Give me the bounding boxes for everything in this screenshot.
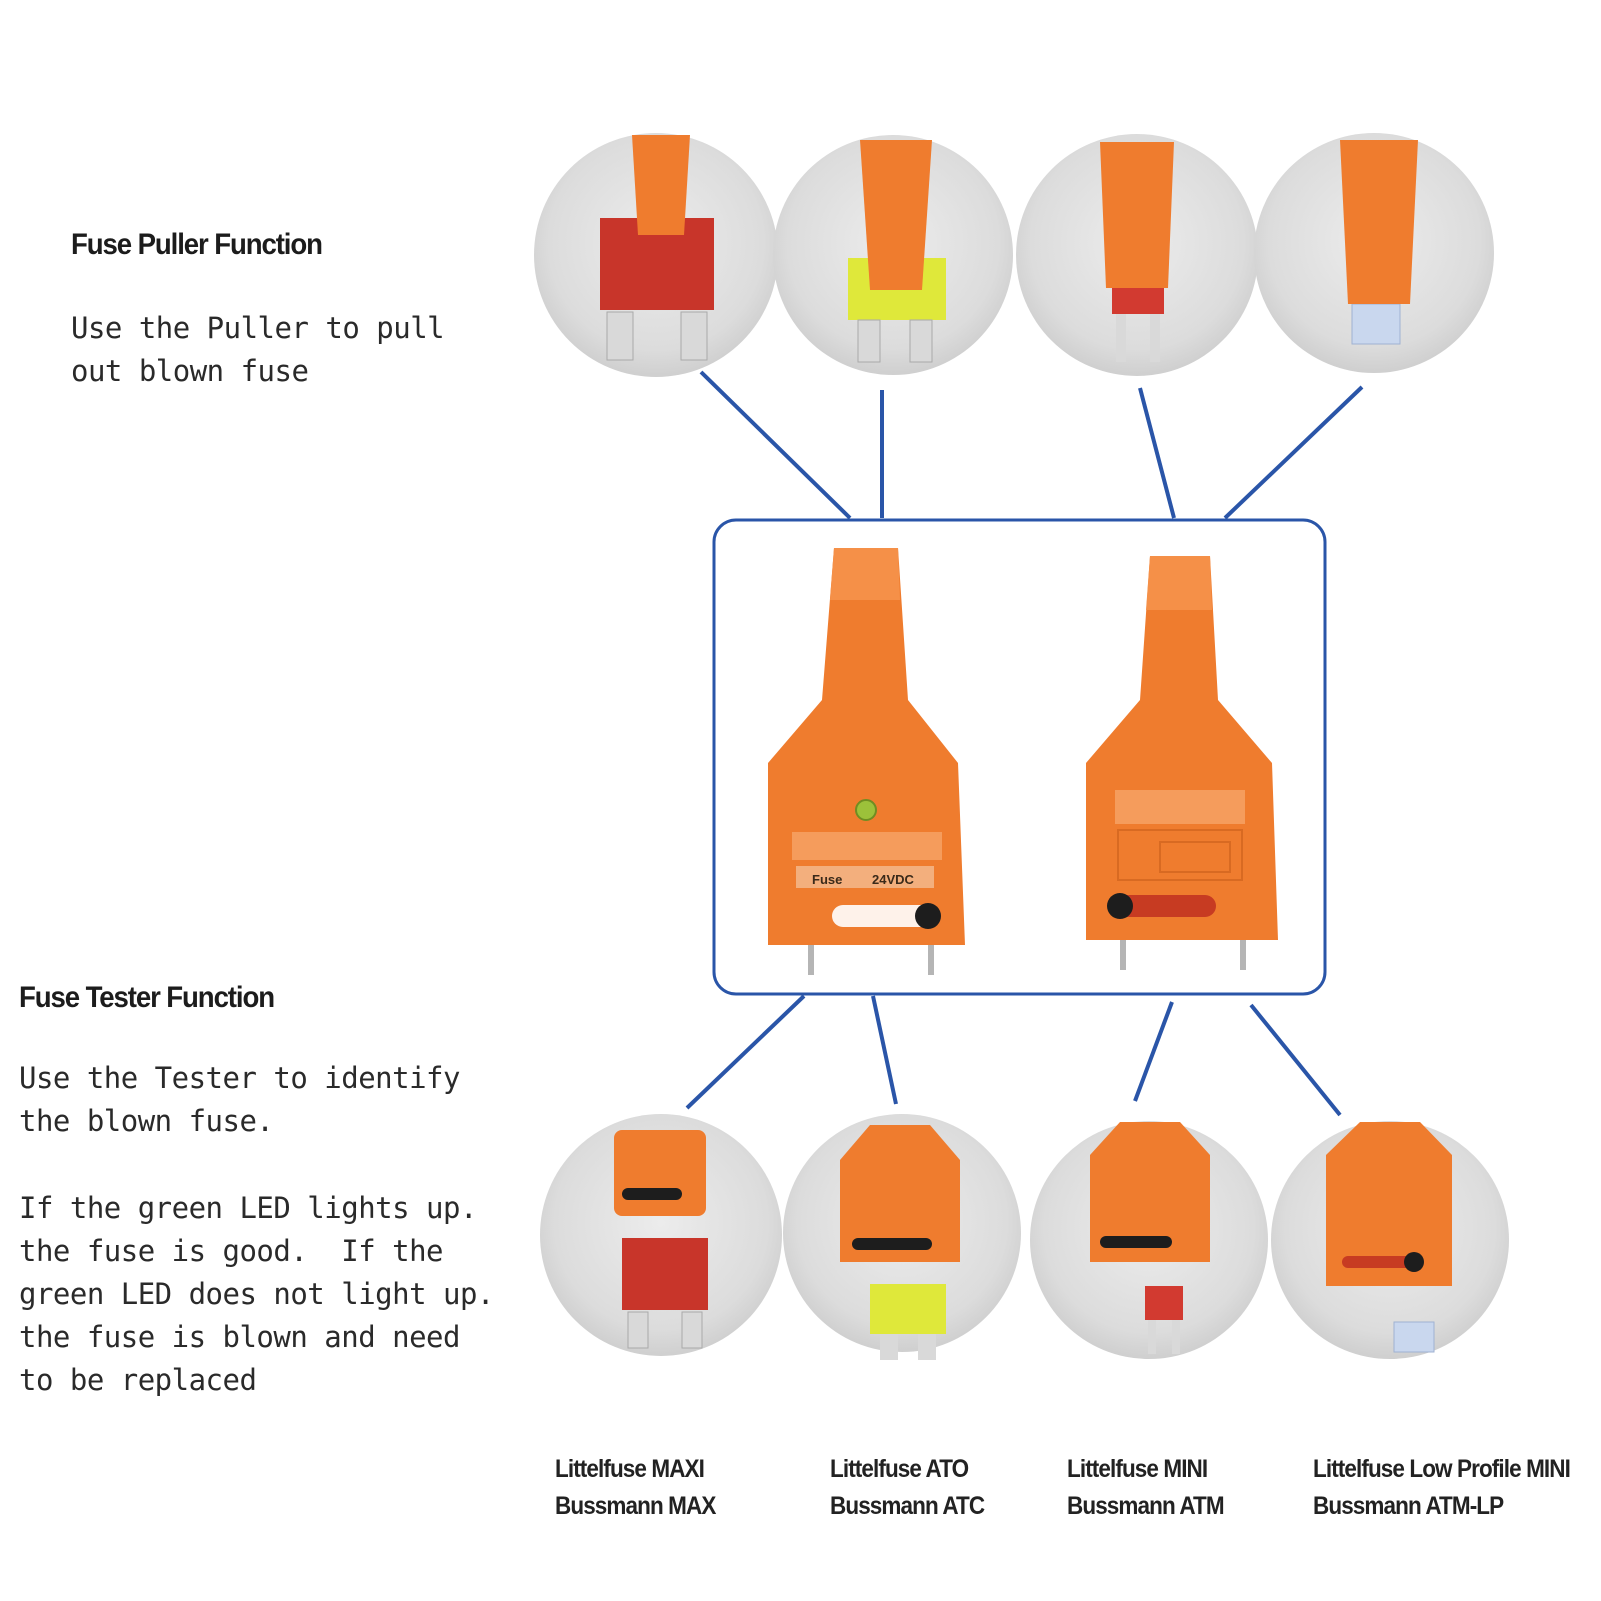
- tool-voltage-label: 24VDC: [872, 872, 915, 887]
- slider-knob: [1107, 893, 1133, 919]
- puller-maxi-disc: [534, 133, 778, 377]
- tester-maxi-disc: [540, 1114, 782, 1356]
- connector-line-puller-lp: [1223, 385, 1364, 520]
- connector-line-puller-maxi: [699, 370, 852, 520]
- connector-line-tester-ato: [871, 995, 898, 1105]
- connector-lines: [685, 370, 1364, 1117]
- puller-description: Use the Puller to pull out blown fuse: [71, 311, 445, 388]
- fuse-type-line2: Bussmann MAX: [555, 1492, 716, 1520]
- connector-line-tester-maxi: [685, 994, 806, 1110]
- connector-line-tester-lp: [1249, 1003, 1342, 1117]
- fuse-tester-tool: [768, 548, 965, 975]
- puller-ato-disc: [773, 135, 1013, 375]
- puller-heading: Fuse Puller Function: [71, 228, 323, 261]
- puller-lp-disc: [1254, 133, 1494, 373]
- led-indicator: [855, 799, 877, 821]
- tester-mini-disc: [1030, 1121, 1268, 1359]
- tester-heading: Fuse Tester Function: [19, 981, 275, 1014]
- tester-lp-disc: [1271, 1121, 1509, 1359]
- slider-knob: [915, 903, 941, 929]
- tester-description: Use the Tester to identify the blown fus…: [19, 1061, 460, 1138]
- fuse-type-label-low-profile-mini: Littelfuse Low Profile MINI Bussmann ATM…: [1313, 1451, 1571, 1525]
- fuse-type-label-ato: Littelfuse ATO Bussmann ATC: [830, 1451, 985, 1525]
- fuse-type-line2: Bussmann ATM: [1067, 1492, 1225, 1520]
- fuse-puller-tool: [1086, 556, 1278, 970]
- tester-ato-disc: [783, 1114, 1021, 1360]
- fuse-type-line1: Littelfuse Low Profile MINI: [1313, 1455, 1571, 1483]
- tester-led-explanation: If the green LED lights up. the fuse is …: [19, 1191, 494, 1397]
- connector-line-puller-mini: [1138, 387, 1176, 519]
- tool-frame: [712, 518, 1327, 996]
- fuse-type-line2: Bussmann ATM-LP: [1313, 1492, 1504, 1520]
- fuse-type-line2: Bussmann ATC: [830, 1492, 985, 1520]
- fuse-type-line1: Littelfuse MINI: [1067, 1455, 1208, 1483]
- fuse-type-line1: Littelfuse MAXI: [555, 1455, 705, 1483]
- tool-fuse-label: Fuse: [812, 872, 842, 887]
- puller-mini-disc: [1016, 134, 1258, 376]
- fuse-type-label-maxi: Littelfuse MAXI Bussmann MAX: [555, 1451, 716, 1525]
- fuse-type-label-mini: Littelfuse MINI Bussmann ATM: [1067, 1451, 1225, 1525]
- fuse-type-line1: Littelfuse ATO: [830, 1455, 969, 1483]
- connector-line-tester-mini: [1133, 1001, 1174, 1102]
